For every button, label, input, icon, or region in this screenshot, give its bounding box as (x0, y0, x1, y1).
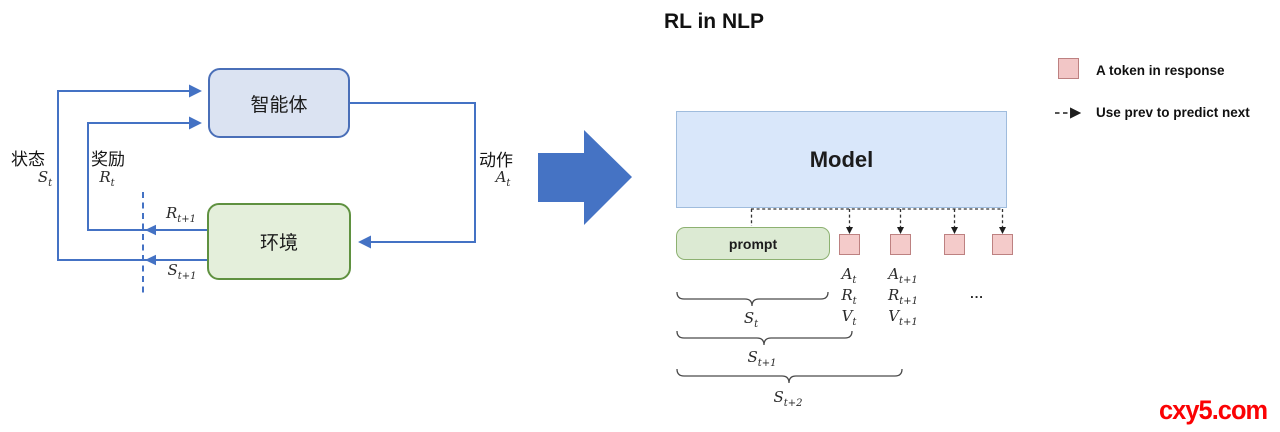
state-symbol: St (38, 168, 52, 189)
next-state-arrowhead (145, 254, 156, 266)
token-box-3 (944, 234, 965, 255)
v-t1-sub: t+1 (899, 317, 918, 328)
token-box-1 (839, 234, 860, 255)
action-loop-line (350, 102, 476, 249)
arrowhead-token-1 (846, 227, 853, 234)
model-label: Model (809, 146, 874, 172)
agent-label: 智能体 (250, 94, 308, 116)
r-t1-base: R (887, 286, 900, 304)
r-t-base: R (841, 286, 853, 304)
a-t1-base: A (888, 265, 900, 283)
brace-s-t1 (676, 330, 853, 346)
v-t-label: Vt (842, 307, 857, 328)
next-reward-base: R (165, 204, 178, 222)
v-t1-label: Vt+1 (888, 307, 918, 328)
environment-node: 环境 (207, 203, 351, 280)
prompt-node: prompt (676, 227, 830, 260)
token-arrowheads (846, 227, 1006, 234)
token-box-2 (890, 234, 911, 255)
reward-symbol-sub: t (110, 178, 115, 189)
reward-symbol: Rt (99, 168, 114, 189)
r-t-label: Rt (841, 286, 856, 307)
watermark: cxy5.com (1159, 395, 1268, 425)
brace1-sub: t+1 (757, 358, 777, 369)
arrowhead-token-3 (951, 227, 958, 234)
action-label: 动作 (479, 151, 513, 170)
brace-s-t1-label: St+1 (747, 348, 776, 369)
a-t1-label: At+1 (888, 265, 918, 286)
legend-arrow-label: Use prev to predict next (1096, 105, 1250, 120)
brace0-base: S (743, 309, 755, 327)
ellipsis-label: ... (970, 286, 984, 301)
brace-s-t (676, 291, 829, 307)
brace2-sub: t+2 (783, 398, 803, 409)
reward-symbol-base: R (99, 168, 111, 186)
legend-token-label: A token in response (1096, 63, 1225, 78)
action-symbol-sub: t (506, 178, 511, 189)
v-t1-base: V (888, 307, 900, 325)
environment-label: 环境 (259, 233, 298, 254)
a-t-base: A (841, 265, 853, 283)
action-symbol-base: A (495, 168, 507, 186)
model-dashed-connectors (750, 208, 1004, 228)
arrowhead-token-4 (999, 227, 1006, 234)
state-label: 状态 (11, 150, 45, 169)
brace1-base: S (747, 348, 758, 366)
arrowhead-token-2 (897, 227, 904, 234)
next-reward-arrowhead (145, 224, 156, 236)
next-state-base: S (167, 261, 178, 279)
v-t-sub: t (852, 317, 857, 328)
a-t-sub: t (852, 275, 857, 286)
brace-s-t2-label: St+2 (773, 388, 802, 409)
reward-label: 奖励 (91, 150, 125, 169)
next-state-sub: t+1 (177, 271, 197, 282)
v-t-base: V (841, 307, 853, 325)
a-t-label: At (842, 265, 857, 286)
brace0-sub: t (754, 319, 759, 330)
token-box-4 (992, 234, 1013, 255)
action-symbol: At (496, 168, 511, 189)
r-t-sub: t (852, 296, 857, 307)
brace-s-t-label: St (744, 309, 758, 330)
prompt-label: prompt (728, 235, 778, 252)
state-symbol-sub: t (48, 178, 53, 189)
r-t1-label: Rt+1 (888, 286, 918, 307)
model-node: Model (676, 111, 1007, 208)
big-right-arrow (538, 130, 632, 225)
next-state-symbol: St+1 (167, 261, 196, 282)
state-loop-line (57, 84, 207, 261)
a-t1-sub: t+1 (899, 275, 918, 286)
r-t1-sub: t+1 (899, 296, 919, 307)
state-symbol-base: S (37, 168, 49, 186)
legend-token-swatch (1058, 58, 1079, 79)
brace2-base: S (773, 388, 784, 406)
brace-s-t2 (676, 368, 903, 384)
agent-node: 智能体 (208, 68, 350, 138)
page-title: RL in NLP (664, 10, 764, 33)
next-reward-sub: t+1 (177, 214, 197, 225)
next-reward-symbol: Rt+1 (166, 204, 196, 225)
